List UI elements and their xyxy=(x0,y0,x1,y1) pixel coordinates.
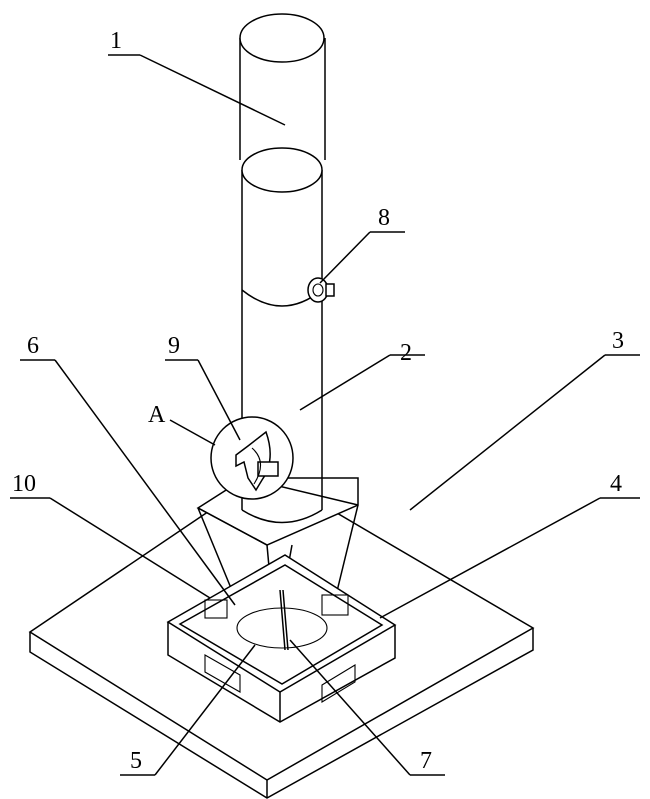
lower-tube-top xyxy=(242,148,322,192)
label-4: 4 xyxy=(610,471,622,497)
label-7: 7 xyxy=(420,748,432,774)
label-6: 6 xyxy=(27,333,39,359)
label-8: 8 xyxy=(378,205,390,231)
label-3: 3 xyxy=(612,328,624,354)
label-10: 10 xyxy=(12,471,36,497)
label-2: 2 xyxy=(400,340,412,366)
label-5: 5 xyxy=(130,748,142,774)
label-9: 9 xyxy=(168,333,180,359)
label-1: 1 xyxy=(110,28,122,54)
upper-tube-top xyxy=(240,14,324,62)
detail-circle-a xyxy=(211,417,293,499)
label-detail-a: A xyxy=(148,402,166,428)
